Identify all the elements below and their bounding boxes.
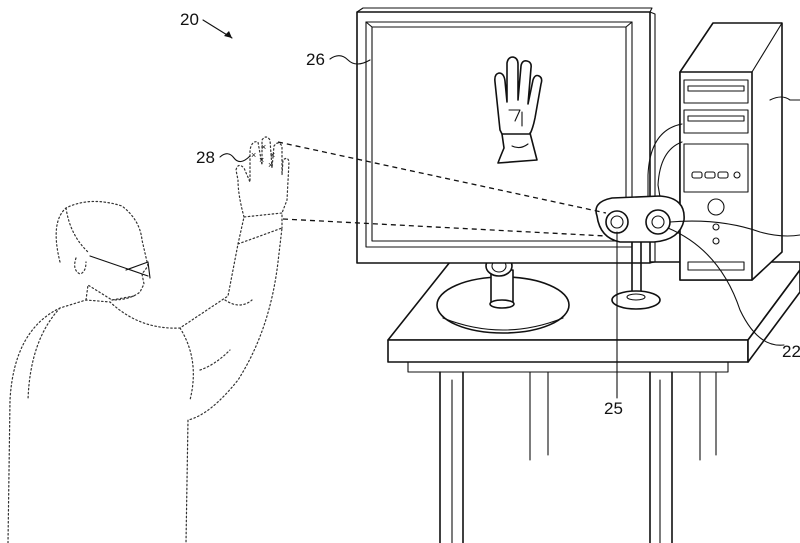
camera-device xyxy=(595,195,685,310)
svg-text:×: × xyxy=(251,150,256,160)
svg-text:×: × xyxy=(268,160,273,170)
on-screen-hand-image xyxy=(494,56,543,164)
ref-label-25: 25 xyxy=(604,399,623,418)
user-person: × × × × × xyxy=(7,136,290,543)
reference-numerals: 20 26 28 22 25 xyxy=(180,10,800,418)
svg-text:×: × xyxy=(261,142,266,152)
svg-text:×: × xyxy=(270,150,275,160)
field-of-view-lines xyxy=(277,141,607,237)
ref-label-20: 20 xyxy=(180,10,199,29)
monitor xyxy=(356,7,656,334)
ref-label-26: 26 xyxy=(306,50,325,69)
arrow-head-icon xyxy=(224,31,232,38)
svg-text:×: × xyxy=(259,155,264,165)
ref-label-22: 22 xyxy=(782,342,800,361)
computer-tower xyxy=(647,22,783,281)
ref-label-28: 28 xyxy=(196,148,215,167)
